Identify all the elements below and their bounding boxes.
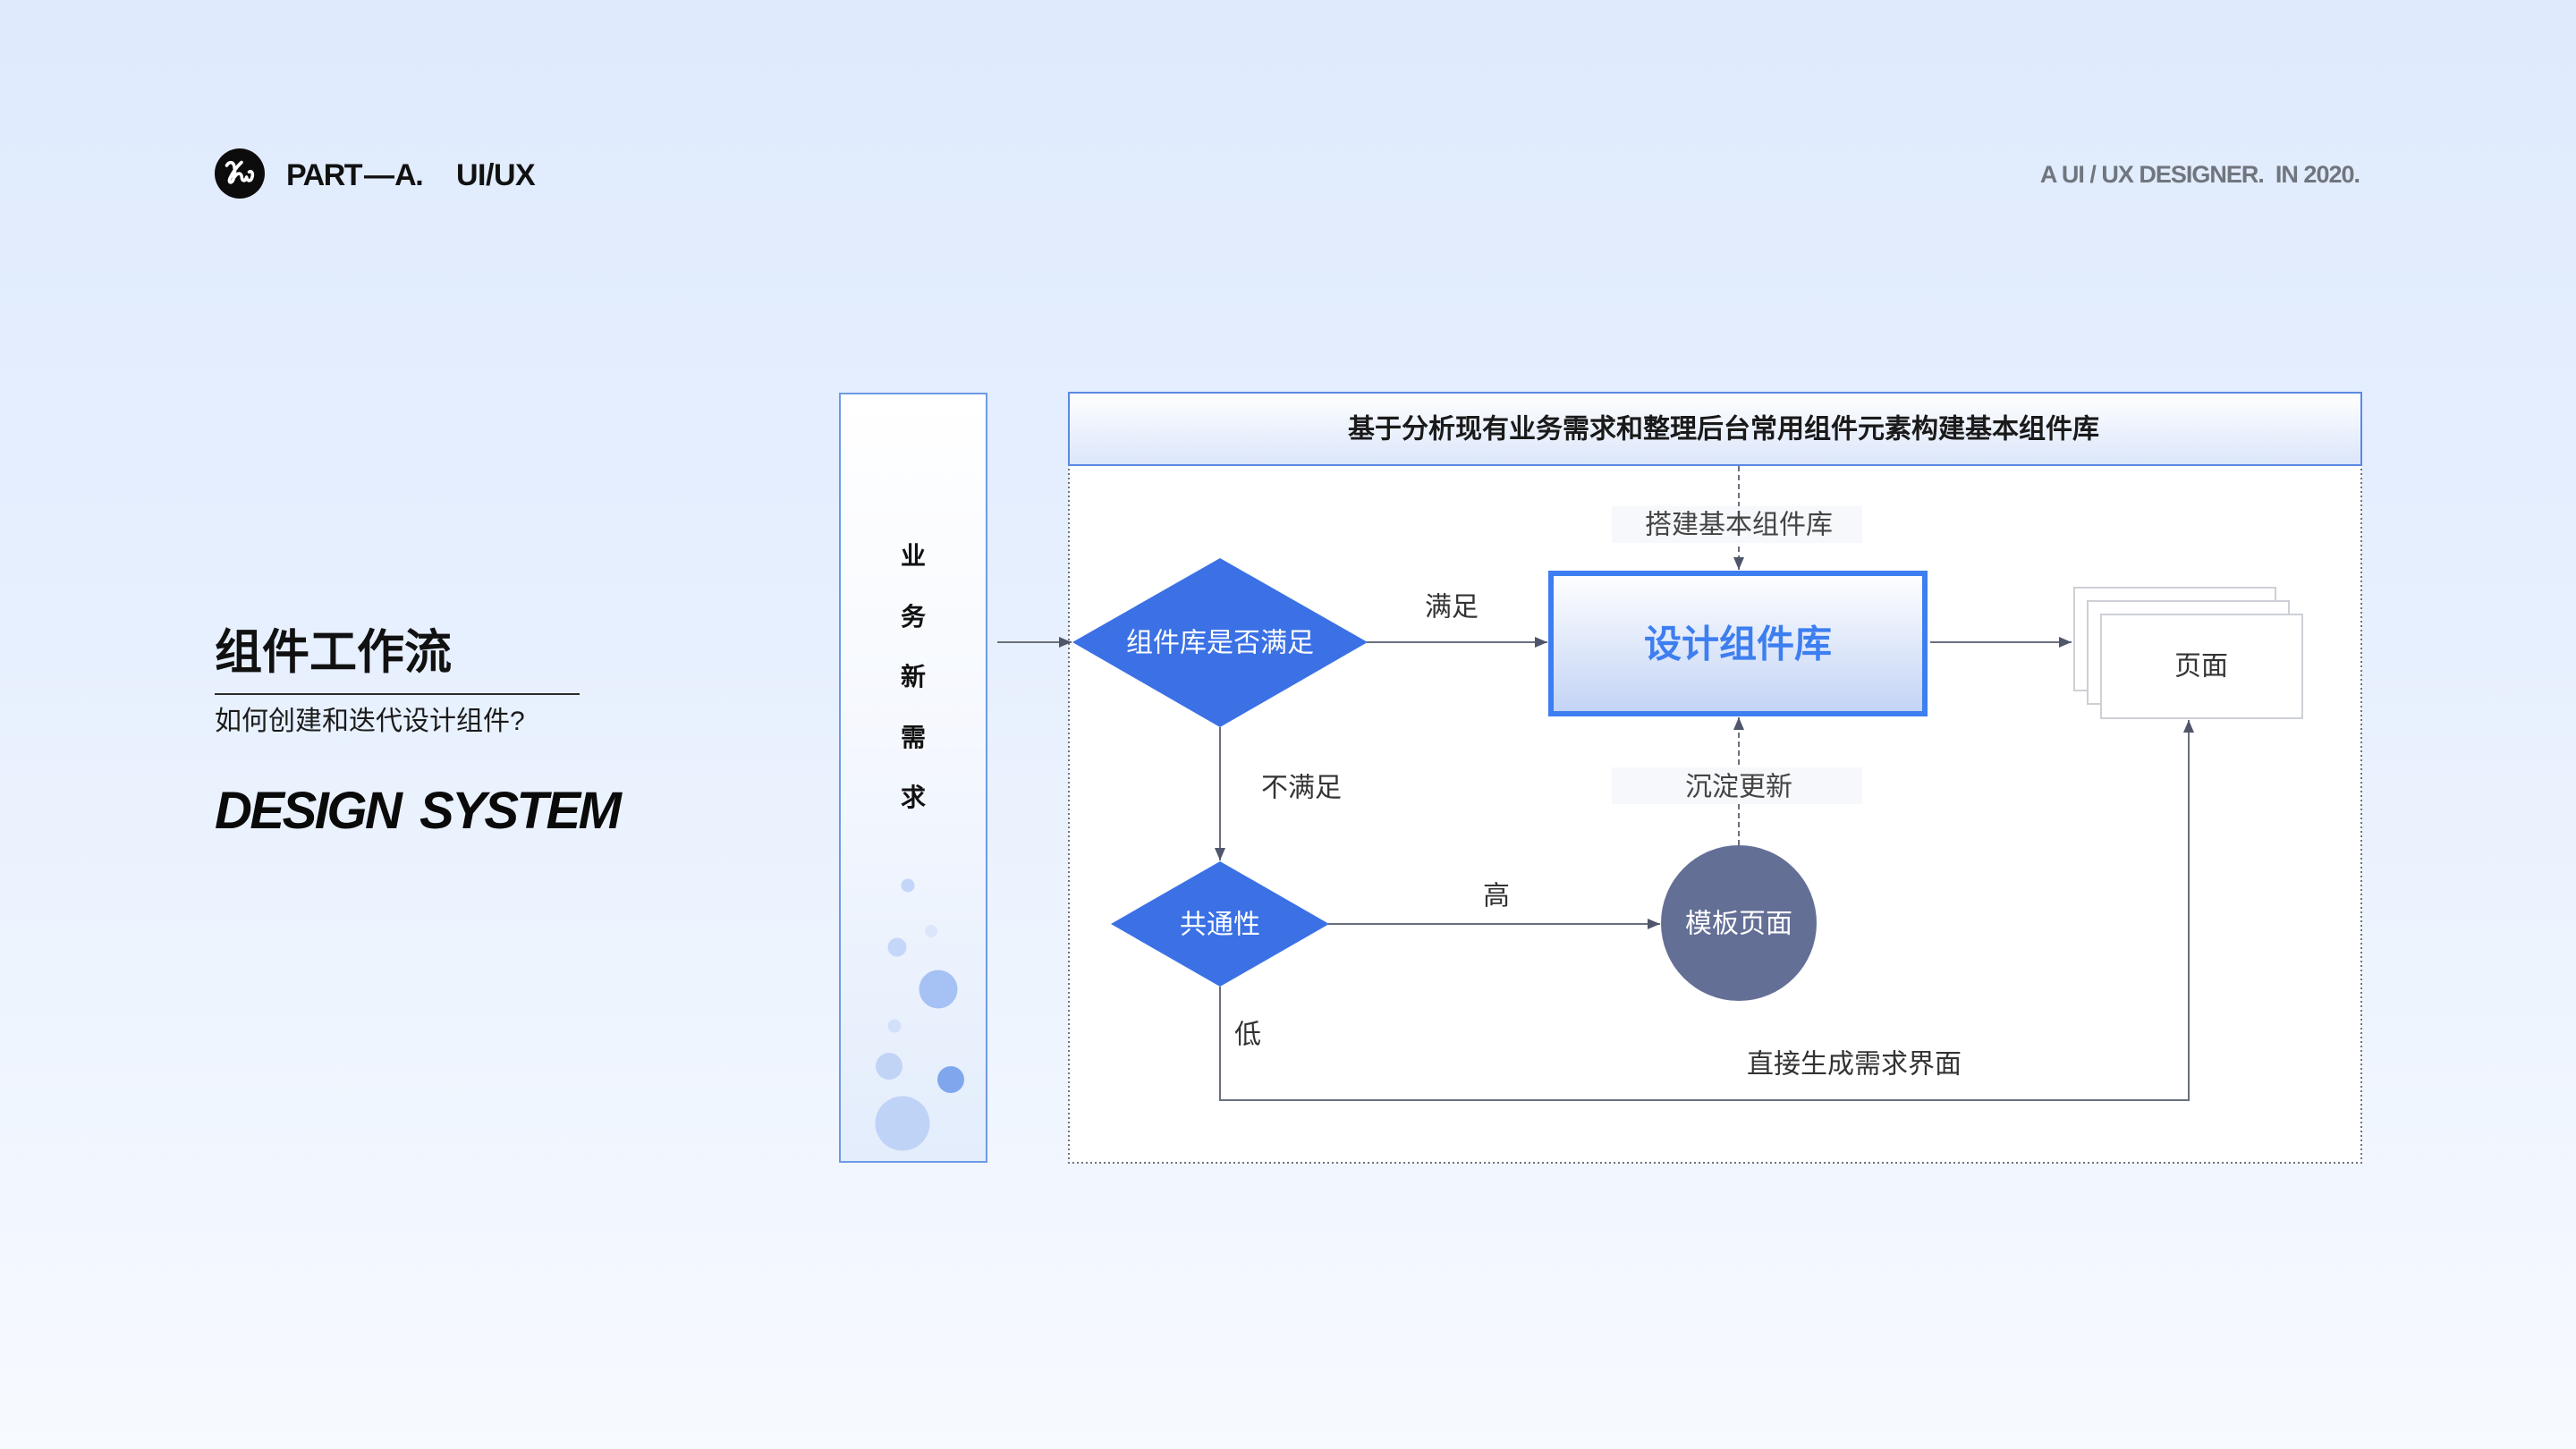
slide-subtitle: 如何创建和迭代设计组件? <box>215 707 525 736</box>
monogram-glyph-icon <box>225 160 255 184</box>
component-library-box <box>1548 571 1928 716</box>
design-system-heading: DESIGN SYSTEM <box>215 782 622 840</box>
decision-commonality: 共通性 <box>1111 861 1329 987</box>
section-label: UI/UX <box>456 158 536 192</box>
input-lane-label: 业务新需求 <box>900 542 926 811</box>
decorative-bubble <box>925 925 937 937</box>
edge-label-low: 低 <box>1234 1021 1261 1050</box>
logo-monogram-icon <box>215 148 265 199</box>
designer-tagline: A UI / UX DESIGNER. IN 2020. <box>2039 161 2360 188</box>
edge-label-background <box>1612 767 1862 804</box>
banner-box <box>1068 392 2362 466</box>
decorative-bubble <box>887 937 907 957</box>
decorative-bubble <box>887 1019 902 1033</box>
component-library-node: 设计组件库 <box>1548 571 1928 716</box>
decorative-bubble <box>937 1066 964 1093</box>
decision-diamond <box>1111 861 1329 987</box>
edge-low-commonality <box>1219 720 2194 1101</box>
banner-label: 基于分析现有业务需求和整理后台常用组件元素构建基本组件库 <box>1348 414 2099 445</box>
decorative-bubble <box>901 878 915 893</box>
decision-library-sufficient: 组件库是否满足 <box>1072 558 1368 727</box>
lane-bubbles <box>875 878 964 1151</box>
edge-label-high: 高 <box>1483 882 1510 911</box>
component-library-label: 设计组件库 <box>1644 623 1832 665</box>
edge-label-background <box>1612 506 1862 543</box>
template-pages-node: 模板页面 <box>1661 845 1817 1001</box>
decision-library-label: 组件库是否满足 <box>1126 629 1314 658</box>
input-lane: 业务新需求 <box>839 393 987 1163</box>
part-label: PART — A. <box>286 158 424 192</box>
banner: 基于分析现有业务需求和整理后台常用组件元素构建基本组件库 <box>1068 392 2362 466</box>
title-divider <box>215 693 580 695</box>
decorative-bubble <box>919 970 958 1009</box>
edge-label-satisfied: 满足 <box>1425 593 1479 623</box>
decorative-bubble <box>876 1053 902 1080</box>
pages-stack: 页面 <box>2073 587 2303 719</box>
decorative-bubble <box>875 1096 930 1151</box>
template-pages-label: 模板页面 <box>1685 910 1792 939</box>
edge-label-not-satisfied: 不满足 <box>1261 774 1342 803</box>
edge-label-settle-update: 沉淀更新 <box>1685 773 1792 802</box>
page-sheet-front <box>2100 614 2303 719</box>
template-pages-circle <box>1661 845 1817 1001</box>
edge-label-build-library: 搭建基本组件库 <box>1645 511 1833 540</box>
pages-label: 页面 <box>2174 652 2228 682</box>
decision-diamond <box>1072 558 1368 727</box>
slide-title: 组件工作流 <box>215 626 452 679</box>
edge-note-generate-page: 直接生成需求界面 <box>1747 1050 1962 1080</box>
decision-commonality-label: 共通性 <box>1180 911 1260 940</box>
